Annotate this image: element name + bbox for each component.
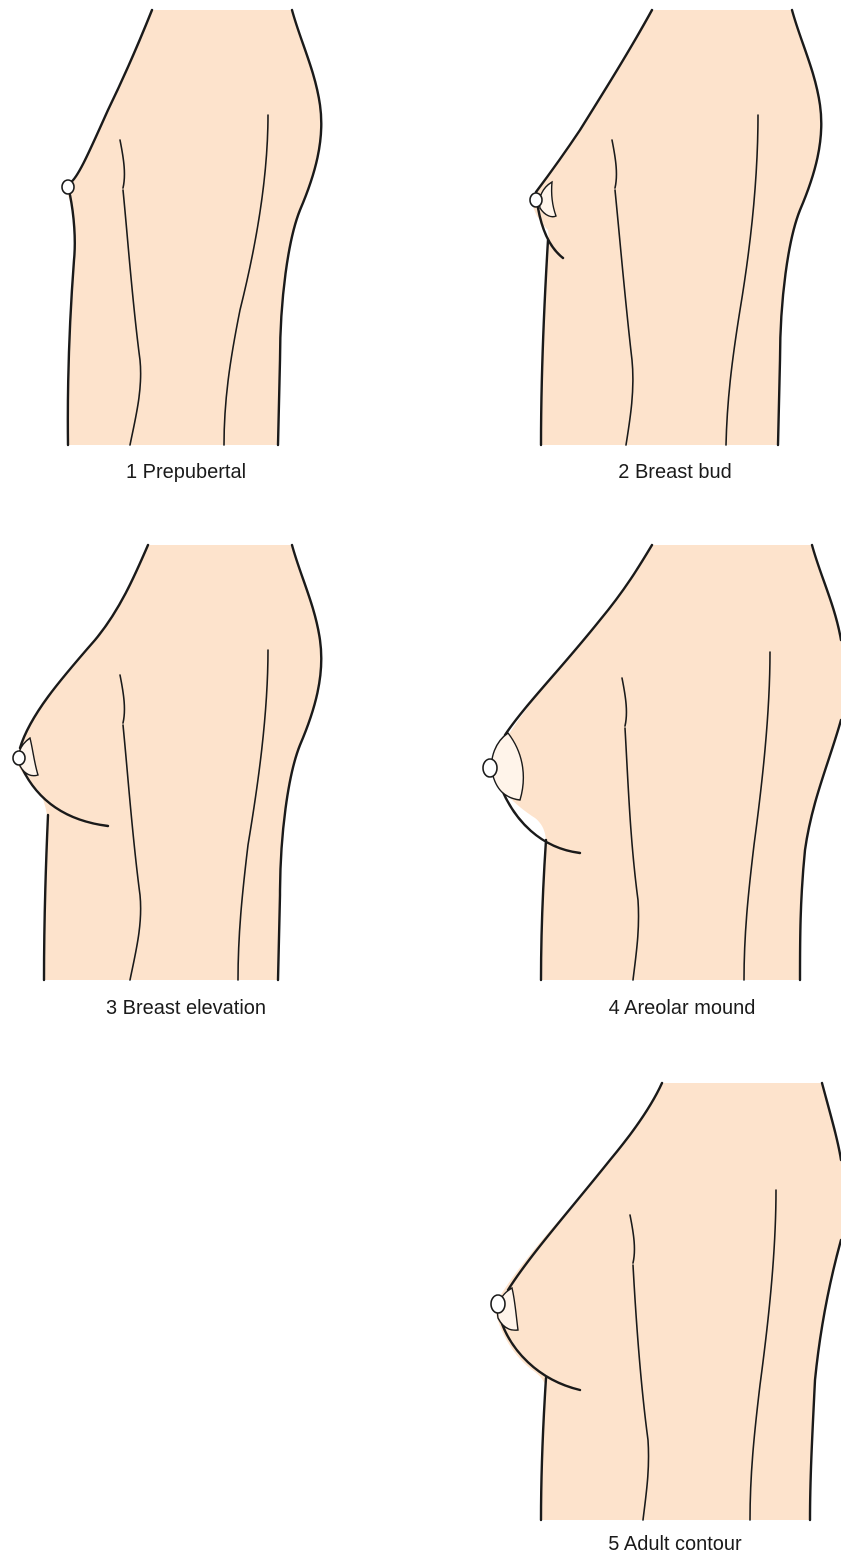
nipple-icon: [483, 759, 497, 777]
nipple-icon: [13, 751, 25, 765]
torso-silhouette: [532, 10, 821, 445]
stage-5-label: 5 Adult contour: [608, 1533, 742, 1555]
stage-2-label: 2 Breast bud: [618, 461, 731, 483]
stage-1-label: 1 Prepubertal: [126, 461, 246, 483]
nipple-icon: [530, 193, 542, 207]
stage-2-figure: [530, 10, 821, 445]
torso-silhouette: [16, 545, 321, 980]
stage-3-label: 3 Breast elevation: [106, 997, 266, 1019]
torso-silhouette: [66, 10, 321, 445]
stage-4-figure: [483, 545, 841, 980]
torso-silhouette: [494, 1083, 841, 1520]
stage-3-figure: [13, 545, 321, 980]
nipple-icon: [62, 180, 74, 194]
stage-4-label: 4 Areolar mound: [609, 997, 756, 1019]
stage-5-figure: [491, 1083, 841, 1520]
stage-1-figure: [62, 10, 321, 445]
nipple-icon: [491, 1295, 505, 1313]
